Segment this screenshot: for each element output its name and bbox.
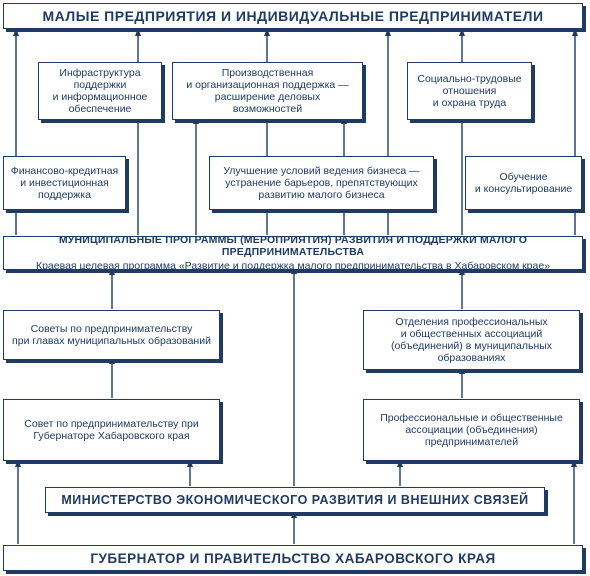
programs-title: МУНИЦИПАЛЬНЫЕ ПРОГРАММЫ (МЕРОПРИЯТИЯ) РА… xyxy=(58,234,528,258)
training-box: Обучение и консультирование xyxy=(465,156,582,210)
social-text: Социально-трудовые отношения и охрана тр… xyxy=(417,73,522,109)
governor-council-box: Совет по предпринимательству при Губерна… xyxy=(3,399,220,461)
association-branches-box: Отделения профессиональных и общественны… xyxy=(363,310,580,370)
training-text: Обучение и консультирование xyxy=(474,171,573,195)
production-text: Производственная и организационная подде… xyxy=(186,67,349,115)
municipal-councils-text: Советы по предпринимательству при главах… xyxy=(12,323,211,347)
governor-council-text: Совет по предпринимательству при Губерна… xyxy=(24,418,199,442)
finance-text: Финансово-кредитная и инвестиционная под… xyxy=(10,165,119,201)
production-box: Производственная и организационная подде… xyxy=(172,62,363,120)
government-text: ГУБЕРНАТОР И ПРАВИТЕЛЬСТВО ХАБАРОВСКОГО … xyxy=(90,550,496,566)
infrastructure-box: Инфраструктура поддержки и информационно… xyxy=(38,62,162,120)
conditions-text: Улучшение условий ведения бизнеса — устр… xyxy=(223,165,420,201)
government-banner: ГУБЕРНАТОР И ПРАВИТЕЛЬСТВО ХАБАРОВСКОГО … xyxy=(3,545,583,571)
professional-associations-text: Профессиональные и общественные ассоциац… xyxy=(380,412,563,448)
ministry-text: МИНИСТЕРСТВО ЭКОНОМИЧЕСКОГО РАЗВИТИЯ И В… xyxy=(61,493,529,507)
top-banner: МАЛЫЕ ПРЕДПРИЯТИЯ И ИНДИВИДУАЛЬНЫЕ ПРЕДП… xyxy=(3,3,583,29)
ministry-banner: МИНИСТЕРСТВО ЭКОНОМИЧЕСКОГО РАЗВИТИЯ И В… xyxy=(45,487,545,513)
programs-banner: МУНИЦИПАЛЬНЫЕ ПРОГРАММЫ (МЕРОПРИЯТИЯ) РА… xyxy=(3,234,583,272)
municipal-councils-box: Советы по предпринимательству при главах… xyxy=(3,310,220,360)
association-branches-text: Отделения профессиональных и общественны… xyxy=(390,316,553,364)
infrastructure-text: Инфраструктура поддержки и информационно… xyxy=(52,67,148,115)
social-box: Социально-трудовые отношения и охрана тр… xyxy=(407,62,532,120)
conditions-box: Улучшение условий ведения бизнеса — устр… xyxy=(209,156,434,210)
top-banner-text: МАЛЫЕ ПРЕДПРИЯТИЯ И ИНДИВИДУАЛЬНЫЕ ПРЕДП… xyxy=(42,8,544,24)
professional-associations-box: Профессиональные и общественные ассоциац… xyxy=(363,399,580,461)
programs-subtitle: Краевая целевая программа «Развитие и по… xyxy=(35,260,551,272)
finance-box: Финансово-кредитная и инвестиционная под… xyxy=(3,156,126,210)
